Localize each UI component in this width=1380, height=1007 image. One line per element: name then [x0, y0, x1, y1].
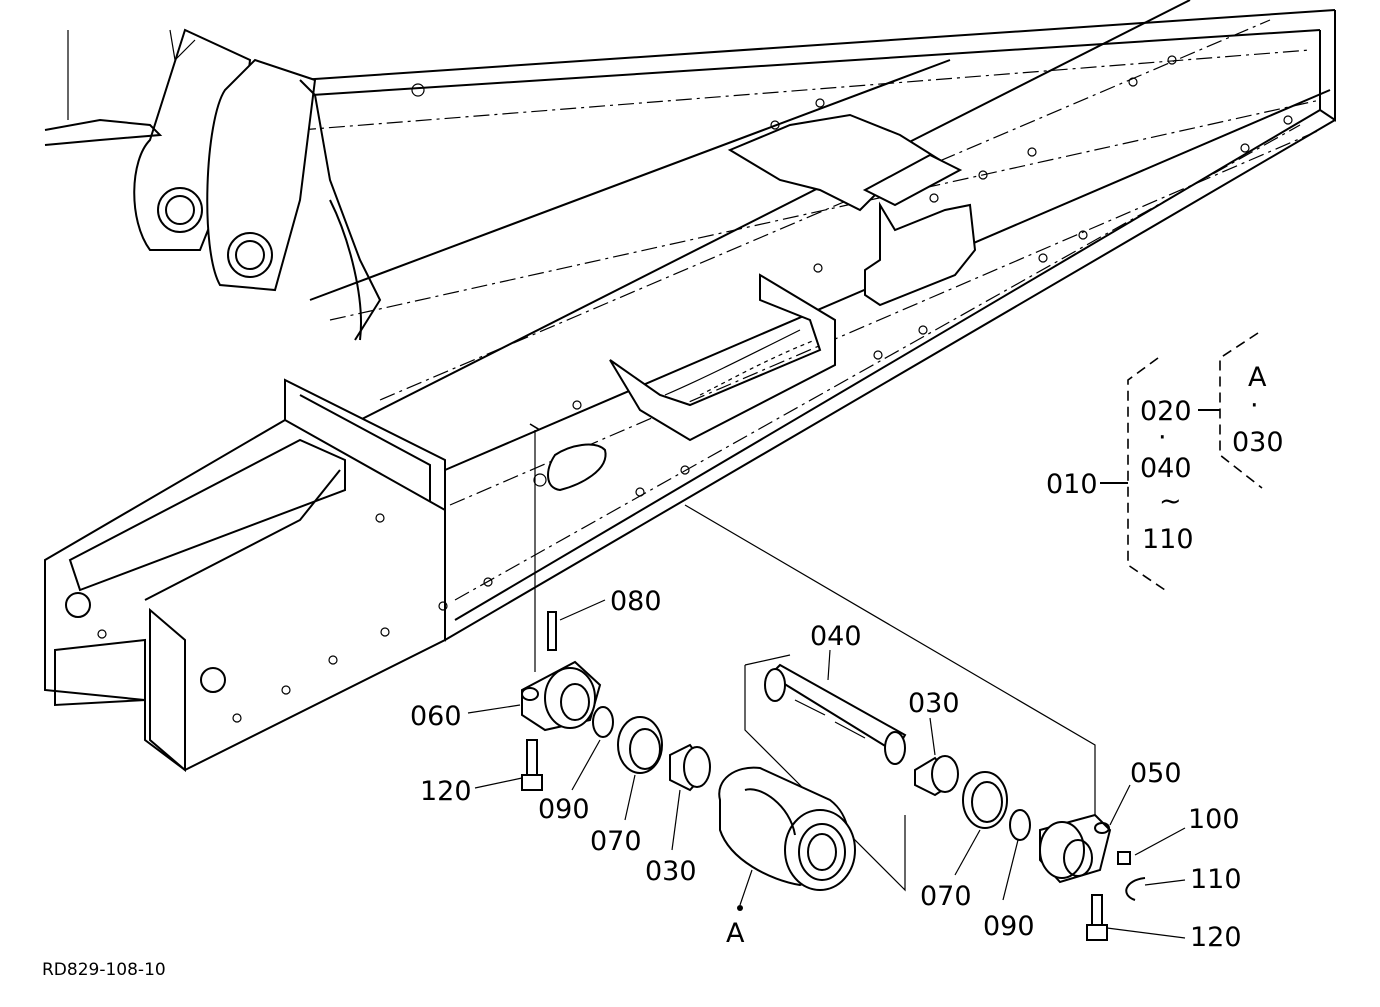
shaft-040 — [764, 663, 907, 765]
bracket-060 — [521, 660, 602, 732]
frame-holes — [97, 55, 1293, 723]
drawing-code: RD829-108-10 — [42, 960, 166, 980]
track-roller-A — [718, 766, 856, 891]
track-frame — [44, 0, 1336, 773]
group-bracket — [1100, 332, 1263, 593]
callout-label: 030 — [908, 688, 960, 719]
group-sub-item: · — [1250, 390, 1259, 421]
pin-080 — [547, 611, 557, 651]
callout-label: 120 — [420, 776, 472, 807]
callout-label: 030 — [645, 856, 697, 887]
group-item: · — [1158, 422, 1167, 453]
labels: 080 040 030 060 050 100 120 110 120 090 … — [42, 362, 1284, 980]
callout-label: 080 — [610, 586, 662, 617]
callout-label: A — [726, 918, 745, 949]
group-item: 040 — [1140, 453, 1192, 484]
screw-100 — [1117, 851, 1131, 865]
group-parent: 010 — [1046, 469, 1098, 500]
roller-assembly — [521, 423, 1146, 941]
bracket-050 — [1039, 813, 1112, 884]
callout-label: 070 — [920, 881, 972, 912]
callout-label: 050 — [1130, 758, 1182, 789]
callout-label: 040 — [810, 621, 862, 652]
callout-label: 060 — [410, 701, 462, 732]
group-sub-item: 030 — [1232, 427, 1284, 458]
callout-label: 100 — [1188, 804, 1240, 835]
snap-ring-110 — [1125, 877, 1146, 901]
callout-label: 110 — [1190, 864, 1242, 895]
callout-label: 090 — [983, 911, 1035, 942]
callout-label: 120 — [1190, 922, 1242, 953]
callout-label: 070 — [590, 826, 642, 857]
bolt-120-right — [1091, 894, 1103, 926]
callout-leaders — [467, 599, 1186, 939]
group-item: 020 — [1140, 396, 1192, 427]
bolt-120-left — [526, 739, 538, 776]
group-sub-item: A — [1248, 362, 1267, 393]
group-item: ~ — [1159, 486, 1182, 517]
group-item: 110 — [1142, 524, 1194, 555]
callout-label: 090 — [538, 794, 590, 825]
